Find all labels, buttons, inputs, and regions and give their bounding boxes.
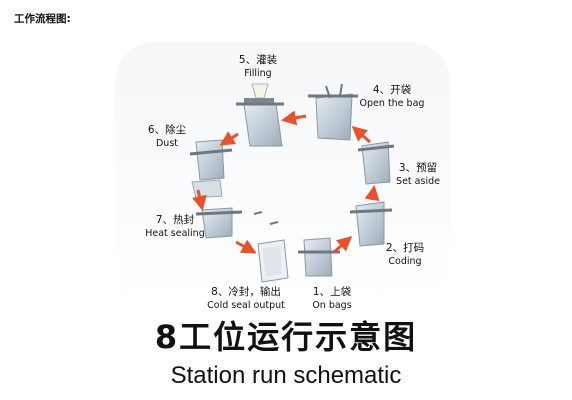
step-5-en: Filling — [244, 68, 272, 79]
step-label-2: 2、打码 Coding — [378, 242, 432, 268]
step-5-cn: 5、灌装 — [238, 54, 278, 66]
bag-station-4 — [308, 83, 358, 141]
step-6-en: Dust — [155, 138, 178, 149]
process-arrows — [192, 110, 380, 254]
step-2-cn: 2、打码 — [385, 242, 425, 254]
arrow-1-to-2 — [333, 236, 353, 254]
step-label-7: 7、热封 Heat sealing — [140, 214, 210, 240]
arrow-3-to-4 — [351, 126, 371, 144]
bag-station-5 — [236, 83, 284, 147]
step-1-en: On bags — [312, 300, 352, 311]
step-3-en: Set aside — [396, 176, 440, 187]
step-3-cn: 3、预留 — [398, 162, 438, 174]
arrow-6-to-7 — [192, 189, 207, 211]
step-4-en: Open the bag — [359, 98, 425, 109]
arrow-7-to-8 — [235, 239, 257, 254]
step-7-cn: 7、热封 — [155, 214, 195, 226]
bag-station-3 — [357, 141, 395, 185]
step-2-en: Coding — [388, 256, 422, 267]
diagram-title-chinese: 8工位运行示意图 — [154, 318, 418, 356]
bag-station-8 — [257, 239, 289, 283]
step-1-cn: 1、上袋 — [312, 286, 352, 298]
step-6-cn: 6、除尘 — [147, 124, 187, 136]
step-label-5: 5、灌装 Filling — [228, 54, 288, 80]
bag-station-7 — [195, 207, 243, 239]
step-4-cn: 4、开袋 — [372, 84, 412, 96]
step-8-cn: 8、冷封，输出 — [211, 286, 281, 298]
step-label-4: 4、开袋 Open the bag — [352, 84, 432, 110]
step-8-en: Cold seal output — [207, 300, 285, 311]
arrow-5-to-6 — [219, 131, 239, 146]
bag-station-1 — [298, 237, 340, 277]
step-label-1: 1、上袋 On bags — [304, 286, 360, 312]
step-label-3: 3、预留 Set aside — [388, 162, 448, 188]
bag-station-2 — [349, 201, 393, 247]
step-7-en: Heat sealing — [145, 228, 205, 239]
step-label-8: 8、冷封，输出 Cold seal output — [198, 286, 294, 312]
workflow-header: 工作流程图: — [14, 13, 71, 25]
bag-stack — [191, 179, 223, 199]
step-label-6: 6、除尘 Dust — [140, 124, 194, 150]
arrow-2-to-3 — [364, 185, 380, 202]
arrow-4-to-5 — [281, 110, 307, 126]
bag-station-6 — [189, 139, 233, 181]
clamp-marks — [253, 211, 279, 225]
diagram-title-english: Station run schematic — [170, 362, 402, 389]
